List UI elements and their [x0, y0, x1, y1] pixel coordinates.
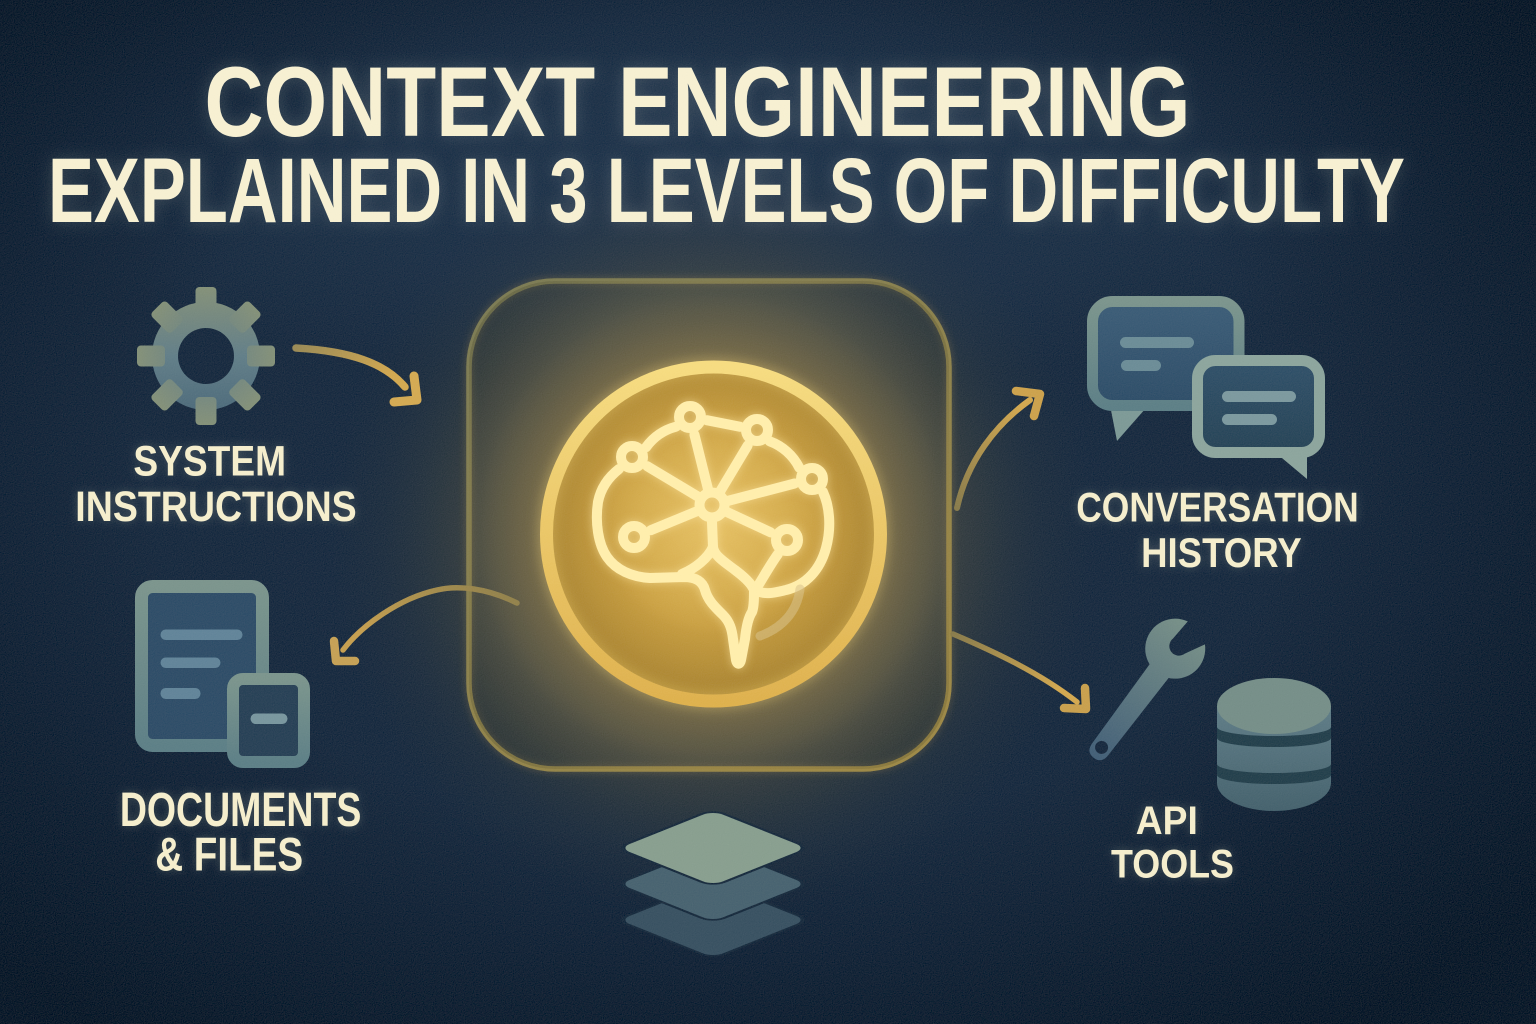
svg-text:TOOLS: TOOLS	[1111, 843, 1234, 887]
svg-text:HISTORY: HISTORY	[1141, 529, 1302, 576]
svg-text:CONTEXT ENGINEERING: CONTEXT ENGINEERING	[205, 46, 1191, 157]
svg-text:CONVERSATION: CONVERSATION	[1076, 483, 1359, 530]
svg-text:& FILES: & FILES	[155, 827, 303, 880]
svg-text:DOCUMENTS: DOCUMENTS	[120, 784, 362, 837]
svg-text:API: API	[1136, 799, 1198, 843]
svg-text:EXPLAINED IN 3 LEVELS OF DIFFI: EXPLAINED IN 3 LEVELS OF DIFFICULTY	[48, 140, 1405, 242]
svg-text:INSTRUCTIONS: INSTRUCTIONS	[75, 483, 356, 531]
svg-text:SYSTEM: SYSTEM	[133, 438, 286, 486]
